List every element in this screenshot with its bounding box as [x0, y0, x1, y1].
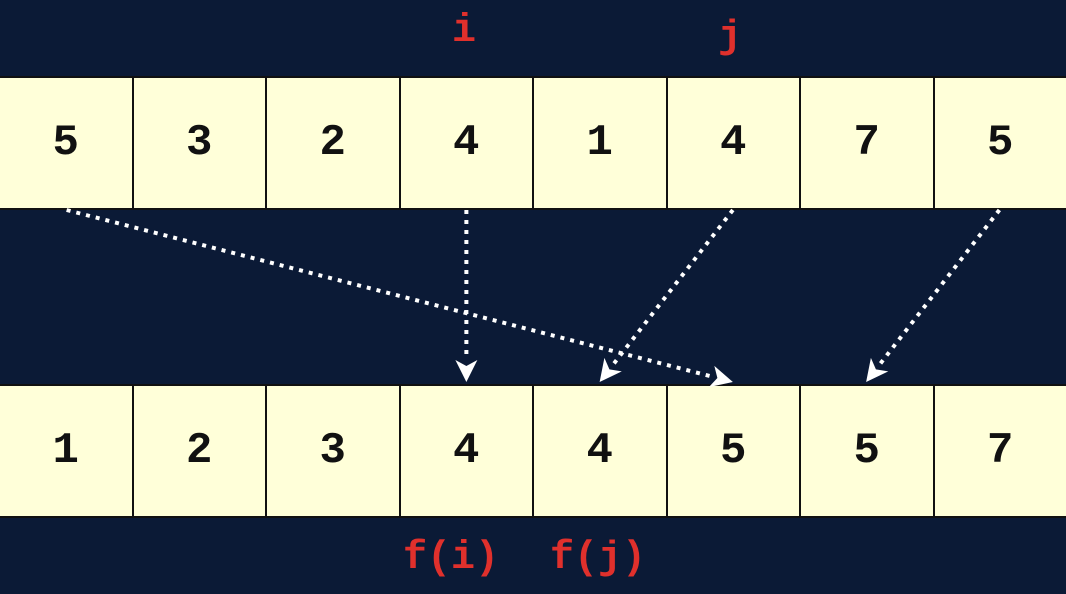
top-cell: 5 — [0, 78, 134, 208]
bottom-cell: 4 — [534, 386, 668, 516]
arrowhead-icon — [599, 357, 622, 382]
mapping-arrow-line — [611, 208, 735, 366]
index-i-label: i — [452, 9, 477, 54]
top-cell: 3 — [134, 78, 267, 208]
sorted-array: 1 2 3 4 4 5 5 7 — [0, 384, 1066, 518]
top-cell: 5 — [987, 118, 1014, 168]
bottom-cell: 2 — [134, 386, 267, 516]
f-i-label: f(i) — [403, 536, 500, 581]
index-j-label: j — [718, 15, 743, 60]
arrowhead-icon — [455, 360, 478, 382]
bottom-cell: 4 — [401, 386, 534, 516]
bottom-cell: 3 — [267, 386, 401, 516]
bottom-cell: 5 — [801, 386, 935, 516]
f-j-label: f(j) — [550, 536, 647, 581]
top-cell: 1 — [534, 78, 668, 208]
arrowhead-icon — [866, 357, 889, 382]
bottom-cell: 7 — [987, 426, 1014, 476]
top-cell: 2 — [267, 78, 401, 208]
bottom-cell: 5 — [668, 386, 801, 516]
bottom-cell: 1 — [0, 386, 134, 516]
top-cell: 4 — [668, 78, 801, 208]
mapping-arrow-line — [66, 208, 713, 379]
mapping-arrow-line — [878, 208, 1001, 366]
top-cell: 7 — [801, 78, 935, 208]
top-cell: 4 — [401, 78, 534, 208]
unsorted-array: 5 3 2 4 1 4 7 5 — [0, 76, 1066, 210]
